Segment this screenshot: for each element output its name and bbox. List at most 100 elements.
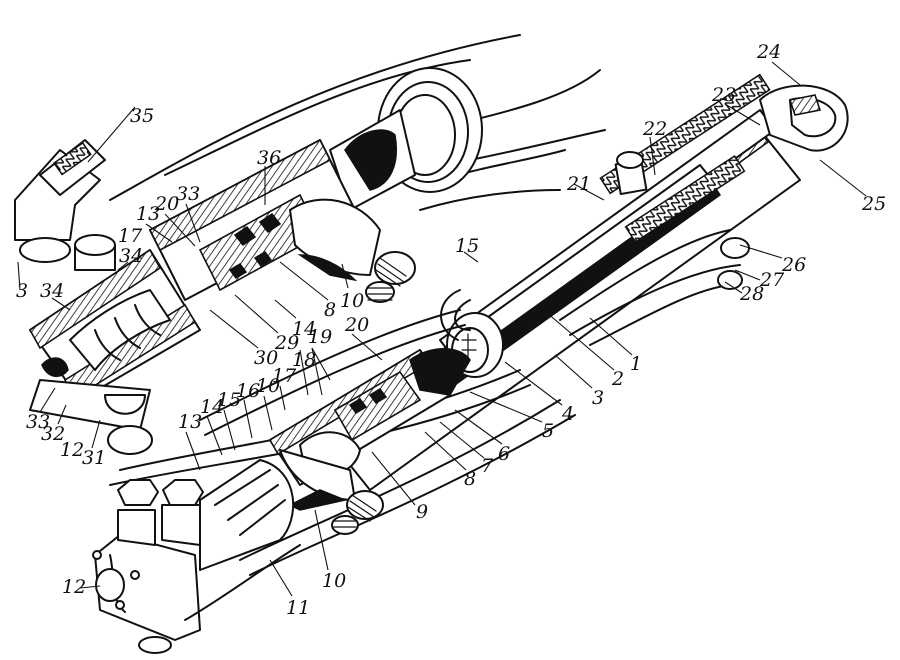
callout-19: 19	[308, 326, 332, 348]
callout-36: 36	[257, 147, 281, 169]
leader-line-8	[424, 431, 467, 471]
leader-line-23	[724, 103, 761, 126]
leader-line-27	[734, 269, 761, 281]
callout-30: 30	[254, 347, 278, 369]
leader-line-4	[504, 361, 563, 406]
callout-34: 34	[119, 245, 143, 267]
leader-line-13	[145, 223, 173, 243]
callout-10: 10	[256, 375, 280, 397]
callout-14: 14	[292, 318, 316, 340]
callout-4: 4	[561, 403, 574, 425]
leader-line-34	[117, 261, 129, 271]
hose-fitting-lower	[331, 490, 384, 535]
callout-27: 27	[759, 269, 785, 291]
callout-15: 15	[455, 235, 479, 257]
callout-25: 25	[861, 193, 886, 215]
upper-control-valve	[148, 138, 416, 303]
callout-34: 34	[40, 280, 64, 302]
callout-16: 16	[236, 380, 260, 402]
leader-line-9	[371, 451, 416, 506]
leader-line-29	[234, 294, 279, 334]
leader-line-7	[439, 421, 485, 459]
callout-33: 33	[176, 183, 200, 205]
leader-line-32	[57, 404, 67, 425]
leader-line-35	[87, 106, 136, 163]
leader-line-24	[771, 61, 801, 86]
callout-10: 10	[340, 290, 364, 312]
leader-line-15	[223, 409, 236, 451]
upper-left-cylinder	[28, 248, 201, 455]
leader-line-3	[554, 354, 593, 389]
leader-line-8	[279, 261, 329, 301]
callout-6: 6	[498, 443, 510, 465]
leader-line-14	[274, 299, 297, 319]
hose-fitting-upper	[365, 251, 416, 303]
callout-9: 9	[416, 501, 428, 523]
callout-20: 20	[154, 193, 179, 215]
callout-17: 17	[118, 225, 143, 247]
callout-8: 8	[464, 468, 476, 490]
leader-line-13	[185, 431, 201, 471]
callout-1: 1	[630, 353, 642, 375]
callout-29: 29	[274, 332, 299, 354]
leader-line-12	[79, 585, 101, 589]
callout-28: 28	[739, 283, 764, 305]
leader-line-17	[279, 385, 286, 411]
leader-line-31	[91, 419, 101, 449]
leader-line-28	[724, 281, 743, 294]
clamp-collar	[614, 151, 648, 196]
callout-21: 21	[566, 173, 591, 195]
leader-line-33	[185, 203, 201, 243]
leader-line-22	[649, 136, 656, 176]
leader-line-30	[209, 309, 259, 349]
callout-35: 35	[130, 105, 154, 127]
callout-labels: 35 36 13 20 33 17 34 3 34 8 10 29 14 30 …	[16, 41, 886, 619]
callout-11: 11	[286, 597, 310, 619]
callout-18: 18	[292, 349, 316, 371]
leader-line-19	[311, 347, 331, 381]
leader-line-10	[314, 509, 329, 571]
callout-17: 17	[272, 365, 297, 387]
leader-line-14	[206, 415, 223, 456]
leader-line-15	[463, 251, 479, 263]
leader-line-34	[51, 297, 71, 311]
tie-rod-end-upper-left	[14, 139, 116, 271]
callout-3: 3	[16, 280, 28, 302]
callout-13: 13	[178, 411, 202, 433]
callout-15: 15	[217, 389, 241, 411]
callout-31: 31	[82, 447, 106, 469]
leader-line-6	[454, 409, 503, 445]
leader-line-21	[573, 183, 605, 201]
leader-line-20	[351, 333, 383, 361]
leader-line-11	[269, 559, 293, 597]
leader-line-10	[341, 263, 349, 289]
leader-line-1	[589, 317, 633, 356]
steering-gear-box	[92, 459, 301, 654]
leader-line-33	[39, 387, 56, 413]
hose-connections	[559, 229, 750, 346]
callout-10: 10	[322, 570, 346, 592]
callout-26: 26	[781, 254, 806, 276]
callout-33: 33	[26, 411, 50, 433]
callout-5: 5	[542, 420, 554, 442]
callout-14: 14	[200, 396, 224, 418]
callout-7: 7	[481, 455, 494, 477]
callout-23: 23	[711, 84, 736, 106]
leader-line-19	[311, 347, 323, 396]
callout-8: 8	[324, 299, 336, 321]
leader-line-16	[243, 399, 253, 439]
callout-24: 24	[756, 41, 781, 63]
leader-line-10	[263, 395, 273, 431]
callout-22: 22	[642, 118, 667, 140]
callout-13: 13	[136, 203, 160, 225]
callout-12: 12	[62, 576, 86, 598]
callout-2: 2	[611, 368, 624, 390]
rod-end-eye	[759, 84, 849, 152]
lower-control-valve	[268, 348, 471, 535]
callout-20: 20	[344, 314, 369, 336]
callout-leader-lines	[17, 61, 867, 597]
leader-line-3	[17, 261, 21, 291]
leader-line-5	[469, 391, 543, 423]
